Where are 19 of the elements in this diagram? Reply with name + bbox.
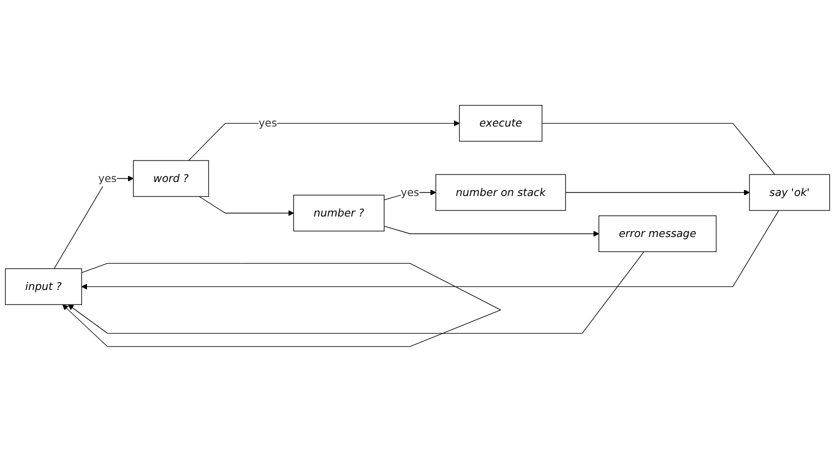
arrow	[62, 263, 501, 347]
arrow	[384, 226, 600, 237]
arrow	[565, 190, 750, 196]
arrow	[54, 176, 134, 270]
node-box: word ?	[133, 160, 209, 197]
node-box: execute	[459, 105, 542, 142]
node-box: error message	[598, 215, 717, 252]
node-box: say 'ok'	[749, 174, 830, 211]
arrow	[81, 210, 780, 290]
arrow	[198, 196, 294, 216]
arrow	[188, 120, 460, 161]
edge-label: yes	[400, 186, 420, 199]
connector	[542, 122, 776, 175]
node-box: number on stack	[436, 174, 566, 211]
edge-label: yes	[98, 172, 117, 185]
edge-label: yes	[258, 116, 278, 130]
node-box: number ?	[293, 194, 384, 232]
node-box: input ?	[5, 268, 82, 305]
arrow	[68, 251, 644, 334]
